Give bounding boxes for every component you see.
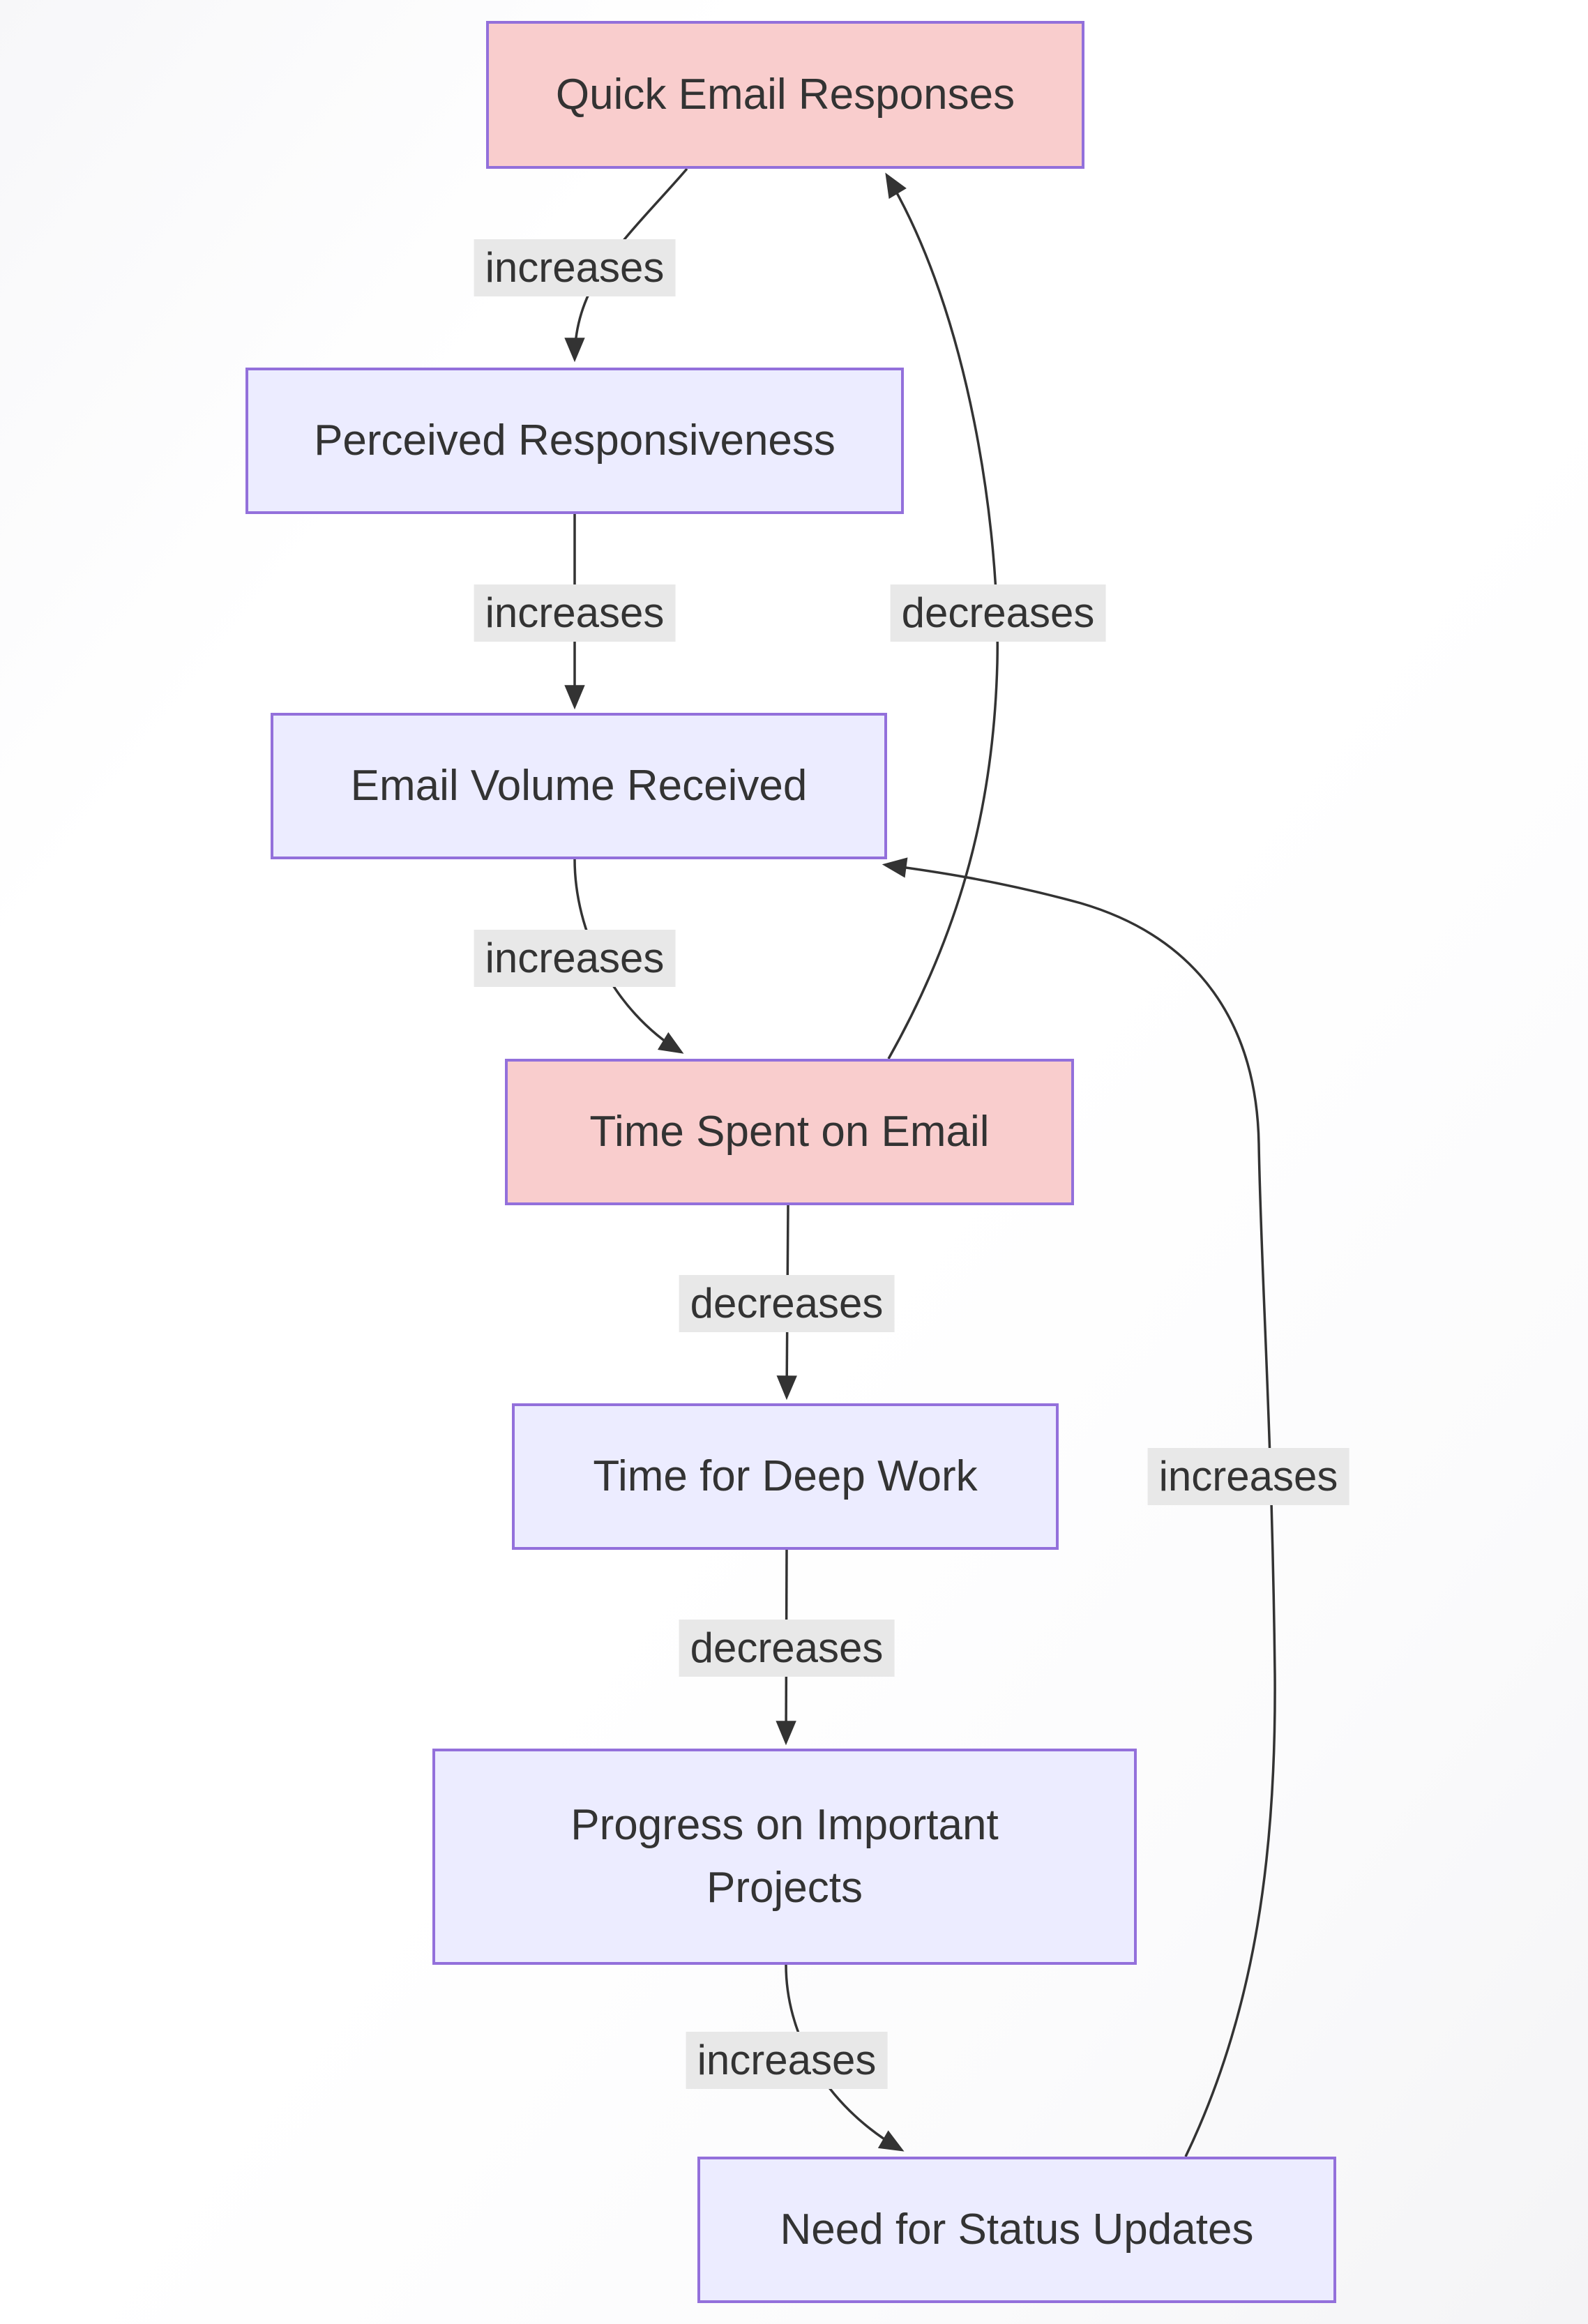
node-label: Progress on Important Projects [570,1801,999,1912]
node-label: Need for Status Updates [780,2205,1254,2254]
node-need-for-status-updates: Need for Status Updates [697,2157,1336,2303]
node-progress-on-important-projects: Progress on Important Projects [432,1749,1137,1965]
node-label: Perceived Responsiveness [314,416,835,465]
node-label: Time for Deep Work [593,1452,978,1501]
edge-label-increases: increases [474,239,676,296]
edge-label-increases: increases [1147,1448,1349,1505]
node-label: Time Spent on Email [589,1108,990,1156]
node-label: Email Volume Received [350,762,808,810]
node-quick-email-responses: Quick Email Responses [486,21,1084,169]
node-time-spent-on-email: Time Spent on Email [505,1059,1074,1205]
node-label: Quick Email Responses [555,70,1015,119]
edge-label-increases: increases [474,930,676,987]
edge-label-increases: increases [474,584,676,642]
edge-label-decreases: decreases [890,584,1106,642]
edge-status-updates-to-email-volume [882,857,1276,2157]
edge-label-increases: increases [686,2032,888,2089]
node-time-for-deep-work: Time for Deep Work [512,1403,1059,1550]
edge-time-on-email-to-quick-responses [885,172,999,1059]
node-email-volume-received: Email Volume Received [271,713,887,859]
edge-label-decreases: decreases [679,1275,895,1332]
edge-label-decreases: decreases [679,1620,895,1677]
node-perceived-responsiveness: Perceived Responsiveness [245,368,904,514]
